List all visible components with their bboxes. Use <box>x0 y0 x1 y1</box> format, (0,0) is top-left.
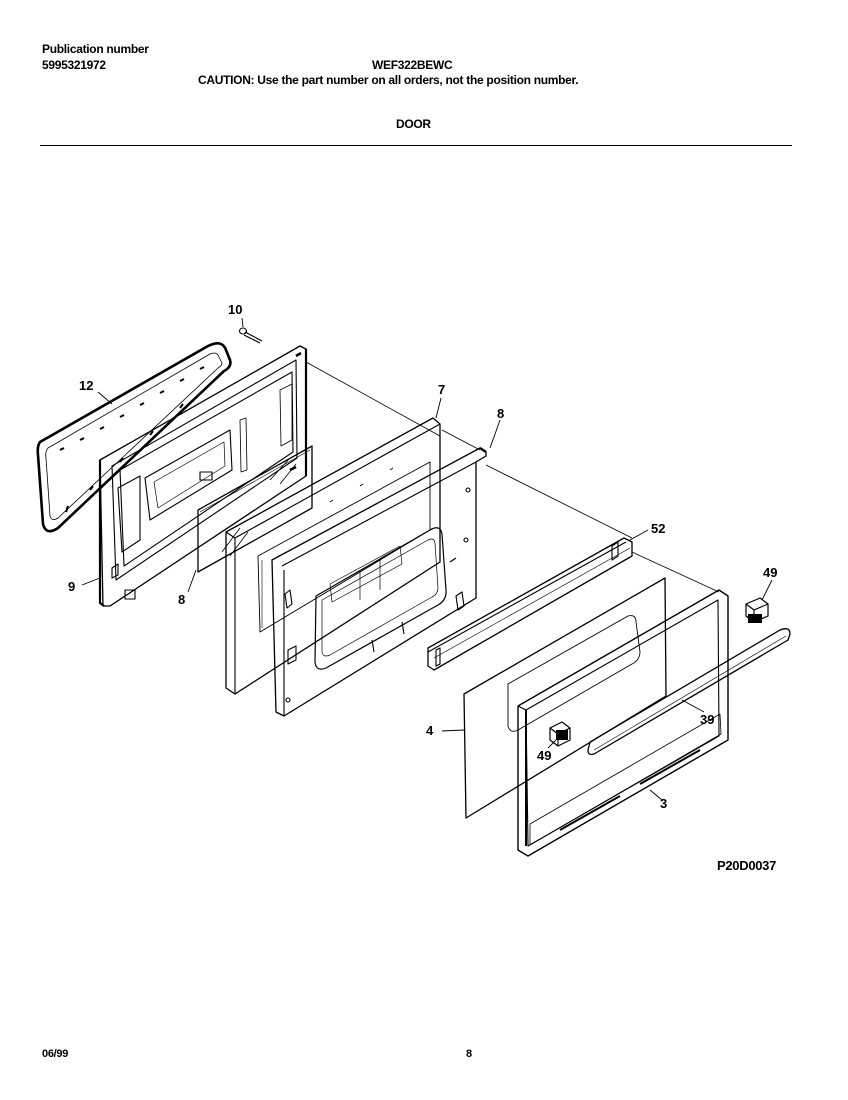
publication-number: 5995321972 <box>42 58 106 72</box>
leader-lines <box>81 317 773 801</box>
callout-52: 52 <box>651 521 665 536</box>
part-8-window-glass <box>197 445 313 573</box>
alignment-lines <box>305 361 720 593</box>
callout-8-glass: 8 <box>178 592 185 607</box>
publication-label: Publication number <box>42 42 149 56</box>
footer-page-number: 8 <box>466 1048 472 1060</box>
callout-labels: 10 12 9 8 7 8 52 49 4 49 39 3 <box>68 302 777 811</box>
callout-49-lower: 49 <box>537 748 551 763</box>
callout-8-panel: 8 <box>497 406 504 421</box>
footer-date: 06/99 <box>42 1048 69 1060</box>
callout-49-upper: 49 <box>763 565 777 580</box>
part-3-outer-frame <box>517 589 729 857</box>
diagram-code: P20D0037 <box>717 858 777 873</box>
callout-39: 39 <box>700 712 714 727</box>
part-39-handle <box>587 628 791 756</box>
part-12-gasket <box>36 341 232 533</box>
callout-9: 9 <box>68 579 75 594</box>
callout-7: 7 <box>438 382 445 397</box>
part-9-inner-door <box>98 345 308 607</box>
callout-4: 4 <box>426 723 434 738</box>
section-title: DOOR <box>396 117 431 131</box>
part-10-screw <box>238 327 263 344</box>
callout-10: 10 <box>228 302 242 317</box>
caution-note: CAUTION: Use the part number on all orde… <box>198 73 579 87</box>
part-7-door-panel <box>225 417 441 695</box>
part-52-top-trim <box>427 537 633 671</box>
callout-12: 12 <box>79 378 93 393</box>
part-4-outer-glass <box>463 577 667 819</box>
model-number: WEF322BEWC <box>372 58 453 72</box>
part-49-end-cap-upper <box>745 597 769 623</box>
part-49-end-cap-lower <box>549 721 571 747</box>
callout-3: 3 <box>660 796 667 811</box>
header-divider <box>40 145 792 146</box>
part-8-inner-panel <box>271 447 487 717</box>
